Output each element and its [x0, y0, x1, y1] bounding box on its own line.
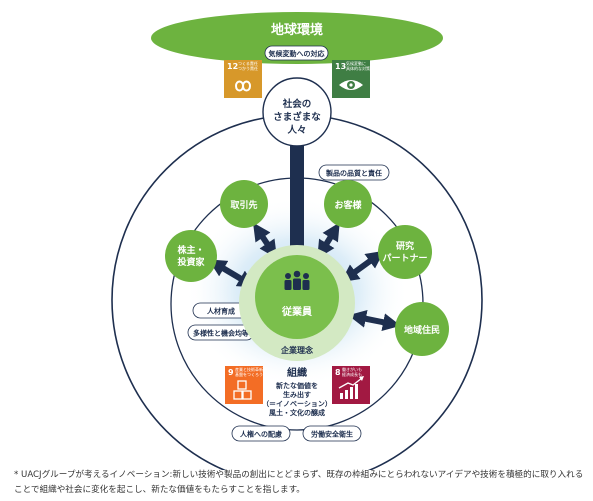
infinity-loop-icon [234, 80, 252, 92]
footnote: * UACJグループが考えるイノベーション:新しい技術や製品の創出にとどまらず、… [14, 470, 584, 495]
tayousei-tag-label: 多様性と機会均等 [193, 329, 249, 338]
organization-line-2: 生み出す [283, 390, 311, 399]
people-group-icon [284, 270, 310, 290]
cubes-icon [233, 380, 252, 400]
sdg12-caption-1: つくる責任 [238, 60, 258, 66]
arrow-okyakusama [317, 222, 340, 259]
chiiki-label: 地域住民 [404, 324, 440, 336]
arrow-chiiki [348, 309, 401, 332]
society-line-1: 社会の [282, 98, 312, 110]
sdg12-badge: 12 つくる責任 つかう責任 [224, 60, 262, 98]
stakeholder-kabunushi: 株主・ 投資家 [165, 230, 217, 282]
stakeholder-okyakusama: お客様 [324, 180, 372, 228]
jinken-tag: 人権への配慮 [231, 425, 291, 442]
philosophy-label: 企業理念 [280, 345, 313, 355]
anzen-tag-label: 労働安全衛生 [311, 430, 353, 439]
earth-environment-title: 地球環境 [271, 22, 323, 38]
sdg8-caption-2: 経済成長も [342, 371, 362, 377]
climate-action-tag: 気候変動への対応 [264, 45, 329, 61]
employee-label: 従業員 [281, 305, 312, 318]
eye-globe-icon [339, 80, 363, 90]
anzen-tag: 労働安全衛生 [302, 425, 362, 442]
sdg8-number: 8 [335, 368, 341, 377]
kenkyu-line-1: 研究 [396, 240, 414, 252]
arrow-torihikisaki [253, 222, 277, 259]
stakeholder-kenkyu: 研究 パートナー [378, 225, 432, 279]
society-circle [262, 77, 332, 147]
stakeholder-torihikisaki: 取引先 [220, 180, 268, 228]
okyakusama-label: お客様 [334, 199, 362, 211]
kabunushi-line-1: 株主・ [177, 244, 204, 256]
tayousei-tag: 多様性と機会均等 [187, 324, 255, 341]
sdg13-caption-2: 具体的な対策を [346, 65, 374, 71]
climate-action-tag-label: 気候変動への対応 [269, 49, 325, 58]
arrow-kenkyu [340, 250, 385, 283]
sdg9-caption-1: 産業と技術革新の [235, 366, 267, 372]
sdg13-badge: 13 気候変動に 具体的な対策を [332, 60, 374, 98]
society-line-3: 人々 [287, 124, 306, 136]
sdg9-number: 9 [228, 368, 234, 377]
stakeholder-chiiki: 地域住民 [395, 302, 449, 356]
sdg12-number: 12 [227, 62, 238, 71]
sdg8-caption-1: 働きがいも [342, 366, 362, 372]
sdg9-caption-2: 基盤をつくろう [235, 371, 263, 377]
sdg9-badge: 9 産業と技術革新の 基盤をつくろう [225, 366, 267, 404]
organization-title: 組織 [287, 366, 307, 379]
torihikisaki-label: 取引先 [230, 199, 257, 211]
relationship-arrows [208, 222, 401, 332]
kabunushi-line-2: 投資家 [177, 256, 205, 268]
sdg8-badge: 8 働きがいも 経済成長も [332, 366, 370, 404]
sdg13-number: 13 [335, 62, 346, 71]
arrow-kabunushi [208, 259, 256, 288]
product-quality-tag-label: 製品の品質と責任 [325, 169, 382, 178]
kenkyu-line-2: パートナー [382, 252, 427, 264]
jinken-tag-label: 人権への配慮 [240, 430, 282, 439]
society-line-2: さまざまな [273, 111, 321, 123]
product-quality-tag: 製品の品質と責任 [318, 164, 390, 181]
earth-environment-banner [151, 12, 443, 64]
stakeholder-diagram: 地球環境 気候変動への対応 12 つくる責任 つかう責任 13 気候変動に 具体… [111, 12, 483, 470]
sdg12-caption-2: つかう責任 [238, 65, 258, 71]
organization-line-1: 新たな価値を [276, 381, 318, 390]
employee-circle [255, 255, 339, 339]
organization-line-4: 風土・文化の醸成 [268, 408, 325, 417]
jinzai-tag-label: 人材育成 [207, 307, 235, 316]
sdg13-caption-1: 気候変動に [346, 60, 366, 66]
organization-line-3: （＝イノベーション） [262, 400, 332, 408]
growth-chart-icon [338, 376, 364, 399]
